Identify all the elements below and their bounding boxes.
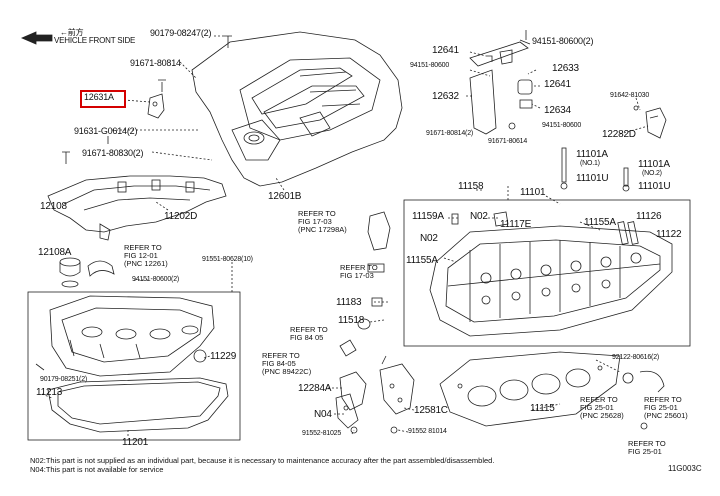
part-91631-G0614[interactable]: 91631-G0614(2)	[74, 126, 138, 136]
highlight-box	[80, 90, 126, 108]
leader-lines	[41, 35, 649, 436]
part-11155A-left[interactable]: 11155A	[406, 255, 438, 266]
part-11101U-right[interactable]: 11101U	[638, 181, 671, 192]
part-N02-a[interactable]: N02	[470, 211, 488, 222]
part-12631A[interactable]: 12631A	[84, 92, 114, 102]
bracket-12282D	[645, 107, 667, 139]
part-91671-80814-l[interactable]: 91671-80814(2)	[426, 130, 474, 137]
part-11518[interactable]: 11518	[338, 315, 365, 326]
part-91642-81030[interactable]: 91642-81030	[610, 92, 650, 99]
part-90179-08251[interactable]: 90179-08251(2)	[40, 376, 88, 383]
part-11126[interactable]: 11126	[636, 211, 662, 222]
part-91551-80628[interactable]: 91551-80628(10)	[202, 256, 253, 263]
cylinder-head-group-frame	[403, 199, 691, 347]
part-11101A-no2[interactable]: (NO.2)	[642, 170, 662, 177]
part-12633[interactable]: 12633	[552, 63, 579, 74]
vehicle-front-jp: ←前方	[60, 28, 84, 37]
screws-left	[62, 35, 232, 164]
part-12641-mid[interactable]: 12641	[544, 79, 571, 90]
head-gasket-11115	[439, 351, 621, 427]
part-94151-80600-top[interactable]: 94151-80600(2)	[532, 36, 594, 46]
gasket-11213	[47, 377, 229, 433]
part-94151-80600-c[interactable]: 94151-80600	[542, 122, 582, 129]
part-94151-80600-d[interactable]: 94151-80600(2)	[132, 276, 180, 283]
part-12284A[interactable]: 12284A	[298, 383, 332, 394]
bracket-12631A	[147, 79, 166, 119]
vehicle-front-label: VEHICLE FRONT SIDE	[54, 36, 136, 45]
part-11159A[interactable]: 11159A	[412, 211, 444, 222]
hanger-12284A	[335, 371, 367, 429]
figure-code: 11G003C	[668, 464, 702, 473]
part-N04[interactable]: N04	[314, 409, 332, 420]
part-94151-80600-b[interactable]: 94151-80600	[410, 62, 450, 69]
part-11101A-no1[interactable]: (NO.1)	[580, 160, 600, 167]
part-11101[interactable]: 11101	[520, 187, 546, 198]
part-11122[interactable]: 11122	[656, 229, 682, 240]
part-11229[interactable]: 11229	[210, 351, 237, 362]
part-12581C[interactable]: 12581C	[414, 405, 448, 416]
footnote-n04: N04:This part is not available for servi…	[30, 465, 164, 474]
part-11202D[interactable]: 11202D	[164, 211, 198, 222]
part-11115[interactable]: 11115	[530, 403, 555, 414]
part-11101A-top[interactable]: 11101A	[576, 149, 608, 160]
plate-12581C	[379, 355, 415, 415]
part-92122-80616[interactable]: 92122-80616(2)	[612, 354, 660, 361]
engine-mount-bracket-12641	[469, 30, 533, 135]
part-N02-b[interactable]: N02	[420, 233, 438, 244]
cylinder-head-cover-11201	[49, 295, 215, 377]
insulator-11202D	[47, 175, 227, 241]
part-12641-top[interactable]: 12641	[432, 45, 459, 56]
part-11201[interactable]: 11201	[122, 437, 149, 448]
head-cover-group-frame	[27, 291, 241, 441]
part-12601B[interactable]: 12601B	[268, 191, 302, 202]
part-91671-80814[interactable]: 91671-80814	[130, 58, 181, 68]
part-11101U-top[interactable]: 11101U	[576, 173, 609, 184]
part-12282D[interactable]: 12282D	[602, 129, 636, 140]
part-11183[interactable]: 11183	[336, 297, 362, 308]
part-91671-80614[interactable]: 91671-80614	[488, 138, 528, 145]
hose-ref	[87, 260, 115, 277]
part-12108A[interactable]: 12108A	[38, 247, 72, 258]
part-11155A-right[interactable]: 11155A	[584, 217, 616, 228]
vehicle-front-arrow	[20, 31, 53, 45]
footnote-n02: N02:This part is not supplied as an indi…	[30, 456, 495, 465]
part-12108[interactable]: 12108	[40, 201, 67, 212]
part-90179-08247[interactable]: 90179-08247(2)	[150, 28, 212, 38]
engine-cover-12601B	[191, 31, 403, 187]
oil-filler-cap-12108	[59, 257, 81, 288]
part-11158[interactable]: 11158	[458, 181, 484, 192]
part-11213[interactable]: 11213	[36, 387, 63, 398]
part-91552-81025[interactable]: 91552-81025	[302, 430, 342, 437]
studs-11101	[560, 147, 630, 192]
cylinder-head-11101	[429, 225, 673, 337]
part-12632[interactable]: 12632	[432, 91, 459, 102]
part-91671-80830[interactable]: 91671-80830(2)	[82, 148, 144, 158]
part-11117E[interactable]: 11117E	[500, 219, 532, 230]
part-12634[interactable]: 12634	[544, 105, 571, 116]
part-91552-81014[interactable]: 91552 81014	[408, 428, 447, 435]
part-11101A-right[interactable]: 11101A	[638, 159, 670, 170]
